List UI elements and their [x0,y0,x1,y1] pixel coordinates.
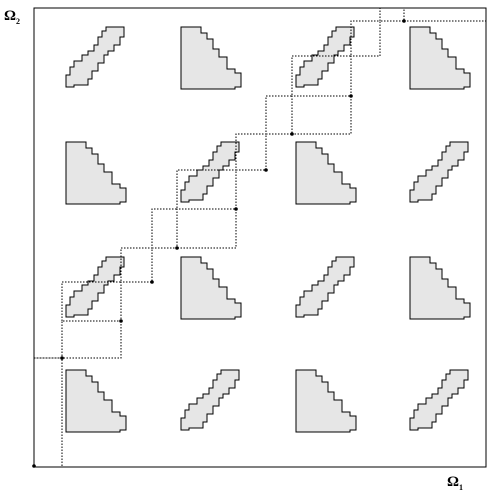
quarter-shape [181,27,241,89]
diagonal-blob-shape [66,27,124,87]
trajectory-node [150,280,154,284]
diagonal-blob-shape [296,27,354,87]
shape-grid [66,27,470,432]
quarter-shape [66,370,126,432]
trajectory-node [402,19,406,23]
diagonal-blob-shape [181,142,239,202]
staircase-path-start [34,358,62,466]
diagonal-blob-shape [296,257,354,317]
staircase-path-link-2 [177,209,236,248]
trajectory-node [60,356,64,360]
trajectory-node [264,168,268,172]
trajectory-node [175,246,179,250]
diagonal-blob-shape [410,142,468,202]
trajectory-node [349,94,353,98]
trajectory-node [119,319,123,323]
quarter-shape [410,27,470,89]
quarter-shape [410,257,470,319]
diagonal-blob-shape [66,257,124,317]
staircase-path-link-3 [292,96,351,134]
quarter-shape [181,257,241,319]
quarter-shape [296,370,356,432]
quarter-shape [296,142,356,204]
trajectory-node [234,207,238,211]
diagonal-blob-shape [410,370,468,430]
diagonal-blob-shape [181,370,239,430]
staircase-path-link-1 [62,321,121,358]
trajectory-node [290,132,294,136]
quarter-shape [66,142,126,204]
x-axis-label: Ω1 [447,474,463,492]
y-axis-label: Ω2 [4,8,20,26]
